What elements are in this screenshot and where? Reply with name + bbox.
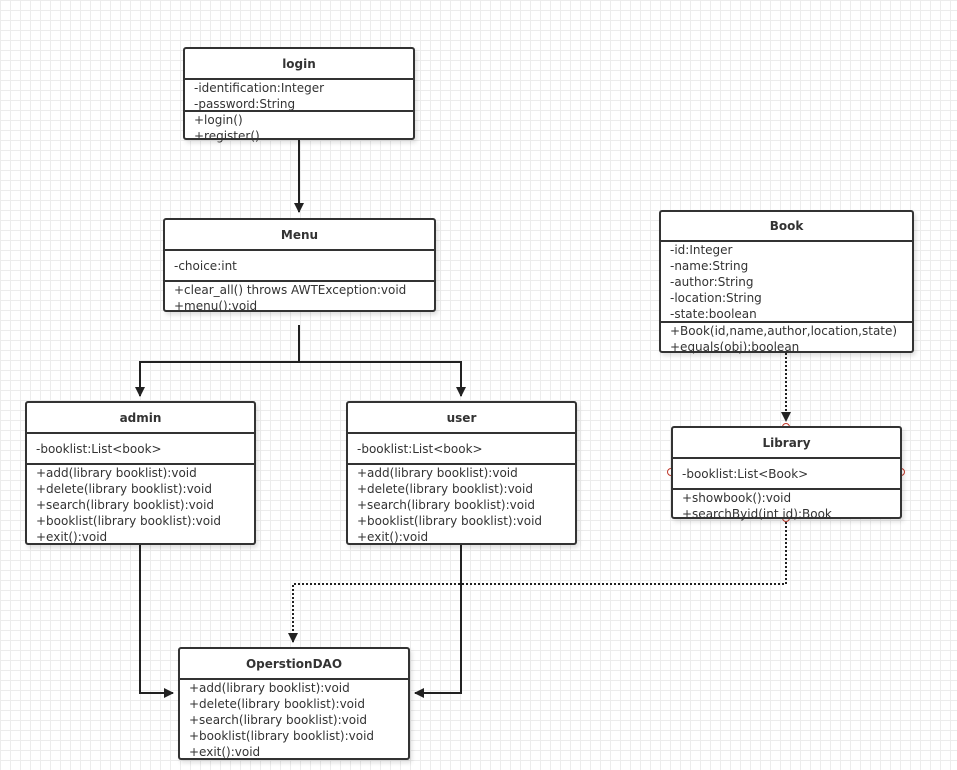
methods-section: +add(library booklist):void +delete(libr… (348, 465, 575, 545)
class-name: Library (673, 428, 900, 459)
attribute: -id:Integer (670, 243, 733, 257)
attribute: -identification:Integer (194, 81, 325, 95)
method: +add(library booklist):void (357, 466, 518, 480)
class-user[interactable]: user -booklist:List<book> +add(library b… (346, 401, 577, 545)
methods-section: +Book(id,name,author,location,state) +eq… (661, 323, 912, 355)
attribute: -author:String (670, 275, 754, 289)
method: +menu():void (174, 299, 258, 313)
method: +searchByid(int id):Book (682, 507, 832, 521)
class-name: Menu (165, 220, 434, 251)
method: +search(library booklist):void (189, 713, 368, 727)
methods-section: +login() +register() (185, 112, 413, 144)
method: +booklist(library booklist):void (357, 514, 543, 528)
method: +add(library booklist):void (36, 466, 197, 480)
method: +exit():void (36, 530, 108, 544)
attribute: -booklist:List<book> (357, 441, 483, 456)
method: +exit():void (189, 745, 261, 759)
attributes-section: -booklist:List<Book> (673, 459, 900, 490)
attribute: -choice:int (174, 258, 237, 273)
attribute: -booklist:List<Book> (682, 466, 809, 481)
method: +add(library booklist):void (189, 681, 350, 695)
class-book[interactable]: Book -id:Integer -name:String -author:St… (659, 210, 914, 355)
attribute: -password:String (194, 97, 296, 111)
method: +delete(library booklist):void (36, 482, 212, 496)
method: +clear_all() throws AWTException:void (174, 283, 407, 297)
method: +Book(id,name,author,location,state) (670, 324, 898, 338)
methods-section: +add(library booklist):void +delete(libr… (180, 680, 408, 760)
class-name: OperstionDAO (180, 649, 408, 680)
method: +booklist(library booklist):void (36, 514, 222, 528)
method: +exit():void (357, 530, 429, 544)
method: +delete(library booklist):void (357, 482, 533, 496)
arrow-menu-to-user (299, 361, 466, 397)
arrow-user-to-dao (414, 529, 462, 698)
class-admin[interactable]: admin -booklist:List<book> +add(library … (25, 401, 256, 545)
attributes-section: -id:Integer -name:String -author:String … (661, 242, 912, 323)
method: +search(library booklist):void (357, 498, 536, 512)
class-name: admin (27, 403, 254, 434)
attributes-section: -booklist:List<book> (27, 434, 254, 465)
arrow-admin-to-dao (139, 529, 174, 698)
class-menu[interactable]: Menu -choice:int +clear_all() throws AWT… (163, 218, 436, 314)
class-name: user (348, 403, 575, 434)
class-name: Book (661, 212, 912, 242)
methods-section: +clear_all() throws AWTException:void +m… (165, 282, 434, 314)
attributes-section: -choice:int (165, 251, 434, 282)
attribute: -state:boolean (670, 307, 757, 321)
method: +login() (194, 113, 243, 127)
method: +register() (194, 129, 260, 143)
class-library[interactable]: Library -booklist:List<Book> +showbook()… (671, 426, 902, 522)
method: +delete(library booklist):void (189, 697, 365, 711)
method: +equals(obj):boolean (670, 340, 800, 354)
method: +booklist(library booklist):void (189, 729, 375, 743)
method: +search(library booklist):void (36, 498, 215, 512)
attributes-section: -booklist:List<book> (348, 434, 575, 465)
methods-section: +add(library booklist):void +delete(libr… (27, 465, 254, 545)
class-login[interactable]: login -identification:Integer -password:… (183, 47, 415, 143)
attribute: -name:String (670, 259, 749, 273)
method: +showbook():void (682, 491, 792, 505)
class-name: login (185, 49, 413, 80)
attribute: -location:String (670, 291, 762, 305)
dotted-arrow-library-to-dao (288, 518, 787, 643)
class-operstiondao[interactable]: OperstionDAO +add(library booklist):void… (178, 647, 410, 760)
attribute: -booklist:List<book> (36, 441, 162, 456)
arrow-menu-to-admin (135, 325, 300, 397)
methods-section: +showbook():void +searchByid(int id):Boo… (673, 490, 900, 522)
attributes-section: -identification:Integer -password:String (185, 80, 413, 112)
